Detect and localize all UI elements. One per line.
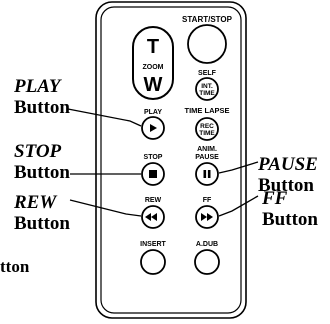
rec-time-label-1: REC xyxy=(200,123,214,130)
pause-callout-name: PAUSE xyxy=(258,154,318,175)
int-time-button[interactable] xyxy=(195,77,219,101)
rew-callout: REW Button xyxy=(14,192,70,234)
play-icon xyxy=(150,124,157,132)
play-label: PLAY xyxy=(144,109,162,116)
time-lapse-label: TIME LAPSE xyxy=(184,106,229,115)
rew-callout-name: REW xyxy=(14,192,57,213)
stop-callout-name: STOP xyxy=(14,141,62,162)
start-stop-button[interactable] xyxy=(187,24,227,64)
ff-icon-left xyxy=(201,213,207,221)
start-stop-label: START/STOP xyxy=(182,15,233,24)
zoom-rocker[interactable] xyxy=(132,26,174,100)
stop-label: STOP xyxy=(144,154,163,161)
ff-callout-name: FF xyxy=(262,188,288,209)
stop-callout: STOP Button xyxy=(14,141,70,183)
play-leader-line xyxy=(67,108,142,127)
adub-label: A.DUB xyxy=(196,241,218,248)
int-time-label-1: INT. xyxy=(201,83,213,90)
ff-icon-right xyxy=(207,213,213,221)
pause-icon-bar-right xyxy=(207,170,211,178)
adub-button[interactable] xyxy=(194,249,220,275)
rec-time-button[interactable] xyxy=(195,117,219,141)
pause-leader-line xyxy=(218,161,259,174)
play-callout-word: Button xyxy=(14,97,70,118)
rew-label: REW xyxy=(145,197,162,204)
pause-callout-word: Button xyxy=(258,175,314,196)
ff-leader-line xyxy=(218,195,259,217)
play-callout: PLAY Button xyxy=(14,76,70,118)
ff-callout-word: Button xyxy=(262,209,318,230)
self-label: SELF xyxy=(198,70,217,77)
rew-callout-word: Button xyxy=(14,213,70,234)
cut-off-callout-word: tton xyxy=(0,257,30,276)
zoom-label: ZOOM xyxy=(143,64,164,71)
insert-label: INSERT xyxy=(140,241,166,248)
stop-icon xyxy=(149,170,157,178)
ff-label: FF xyxy=(203,197,212,204)
zoom-w-label: W xyxy=(144,74,163,96)
rec-time-label-2: TIME xyxy=(199,130,215,137)
rew-icon-right xyxy=(151,213,157,221)
remote-body-inner xyxy=(100,6,242,314)
anim-label-1: ANIM. xyxy=(197,146,217,153)
insert-button[interactable] xyxy=(140,249,166,275)
ff-callout: FF Button xyxy=(262,188,318,230)
pause-callout: PAUSE Button xyxy=(258,154,318,196)
anim-label-2: PAUSE xyxy=(195,154,219,161)
stop-callout-word: Button xyxy=(14,162,70,183)
zoom-t-label: T xyxy=(147,36,159,58)
pause-icon-bar-left xyxy=(203,170,207,178)
cut-off-callout: tton xyxy=(0,256,29,277)
rew-icon-left xyxy=(145,213,151,221)
pause-button[interactable] xyxy=(195,162,219,186)
rew-leader-line xyxy=(69,199,142,217)
int-time-label-2: TIME xyxy=(199,90,215,97)
play-callout-name: PLAY xyxy=(14,76,61,97)
